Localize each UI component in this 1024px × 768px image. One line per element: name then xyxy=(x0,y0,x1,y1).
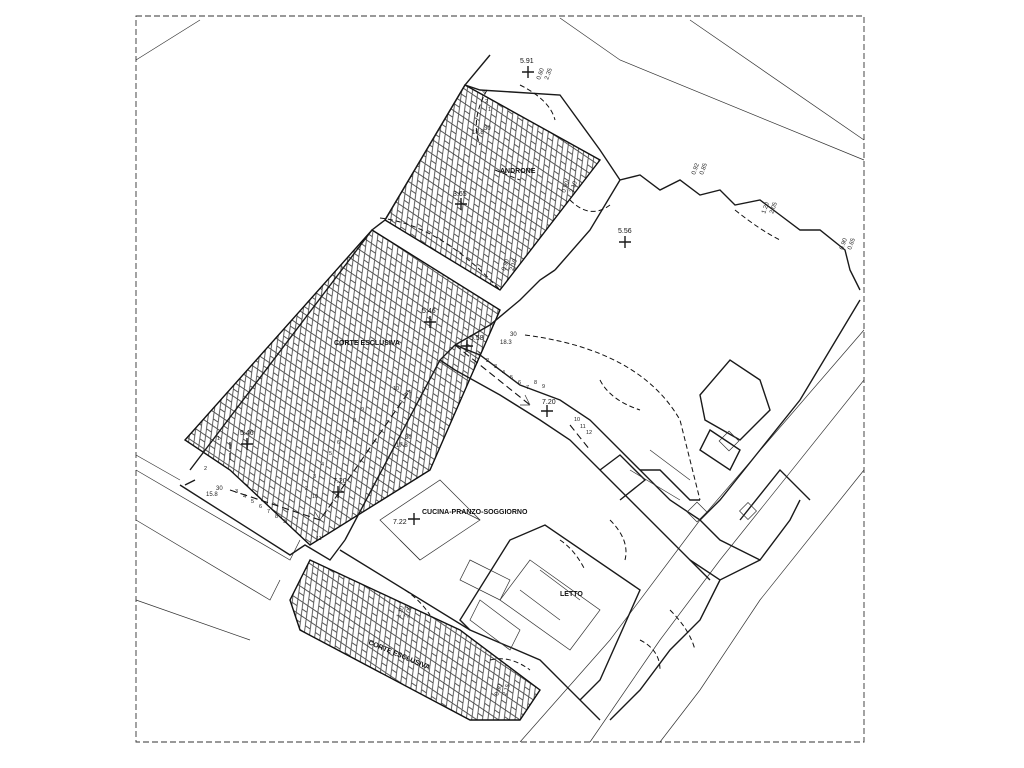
dimension-label: 0.92 xyxy=(691,162,701,176)
door-swings xyxy=(379,84,781,671)
opening-dimensions: 0.60 2.35 0.92 0.85 1.20 2.05 0.90 0.65 … xyxy=(396,67,857,697)
step-number: 9 xyxy=(542,384,545,390)
step-number: 6 xyxy=(259,504,262,510)
step-number: 3 xyxy=(235,489,238,495)
dimension-label: 0.60 xyxy=(536,67,546,81)
step-number: 2 xyxy=(305,486,308,492)
step-number: 3 xyxy=(482,91,485,97)
step-number: 10 xyxy=(574,417,580,423)
step-number: 2 xyxy=(486,358,489,364)
tread-label: 30 xyxy=(484,126,491,132)
dimension-label: 2.15 xyxy=(502,683,512,697)
dimension-label: 2.10 xyxy=(509,258,519,272)
stair-lines xyxy=(229,344,591,521)
dimension-label: 0.85 xyxy=(699,162,709,176)
dimension-label: 1.20 xyxy=(761,201,771,215)
step-number: 9 xyxy=(283,519,286,525)
step-number: 11 xyxy=(580,424,586,430)
dimension-label: 0.80 xyxy=(494,683,504,697)
corte-esclusiva-bottom-paving xyxy=(289,559,541,721)
step-number: 2 xyxy=(485,99,488,105)
dimension-label: 0.65 xyxy=(847,237,857,251)
step-number: 8 xyxy=(275,514,278,520)
top-stair-numbers: 3 2 1 xyxy=(482,91,491,113)
step-number: 10 xyxy=(312,494,318,500)
dimension-label: 2.05 xyxy=(769,201,779,215)
elevation-7-20-a: 7.20 xyxy=(542,399,556,406)
elevation-5-58: 5.58 xyxy=(470,335,484,342)
tread-label: 30 xyxy=(510,332,517,338)
step-number: 7 xyxy=(267,509,270,515)
step-number: 8 xyxy=(353,418,356,424)
step-number: 12 xyxy=(586,430,592,436)
step-number: 6 xyxy=(518,380,521,386)
dimension-label: 2.05 xyxy=(404,605,414,619)
elevation-5-56: 5.56 xyxy=(618,228,632,235)
elevation-7-20-b: 7.20 xyxy=(333,478,347,485)
step-number: 11 xyxy=(316,536,322,542)
left-flight-numbers: 2 3 4 5 6 7 8 9 10 xyxy=(305,386,399,492)
riser-label: 15.8 xyxy=(206,492,218,498)
elevation-3-65: 3.65 xyxy=(453,191,467,198)
step-number: 5 xyxy=(329,451,332,457)
step-number: 1 xyxy=(478,352,481,358)
room-label-corte-esclusiva-top: CORTE ESCLUSIVA xyxy=(334,340,400,347)
upper-stair-numbers: 1 2 3 4 5 6 7 8 9 10 11 12 xyxy=(478,352,592,436)
dimension-label: 2.10 xyxy=(569,180,579,194)
elevation-markers xyxy=(241,66,631,525)
step-number: 9 xyxy=(361,407,364,413)
dimension-label: 2.35 xyxy=(544,67,554,81)
main-walls xyxy=(179,54,861,721)
dimension-label: 0.90 xyxy=(561,180,571,194)
tread-labels: 30 18.3 30 15.8 30 17.8 30 18.8 xyxy=(206,126,517,498)
tread-label: 30 xyxy=(405,435,412,441)
riser-label: 18.8 xyxy=(472,130,484,136)
step-number: 5 xyxy=(251,499,254,505)
step-number: 1 xyxy=(488,107,491,113)
step-number: 4 xyxy=(502,370,505,376)
lower-stair-numbers: 1 2 3 4 5 6 7 8 9 10 11 xyxy=(204,436,322,542)
step-number: 4 xyxy=(321,462,324,468)
elevation-5-46-mid: 5.46 xyxy=(422,308,436,315)
step-number: 4 xyxy=(243,494,246,500)
step-number: 7 xyxy=(345,429,348,435)
step-number: 10 xyxy=(393,386,399,392)
step-number: 5 xyxy=(510,375,513,381)
step-number: 8 xyxy=(534,380,537,386)
dimension-label: 0.90 xyxy=(839,237,849,251)
step-number: 7 xyxy=(526,385,529,391)
step-number: 1 xyxy=(217,436,220,442)
room-label-cucina-pranzo-soggiorno: CUCINA-PRANZO-SOGGIORNO xyxy=(422,509,528,516)
elevation-7-22: 7.22 xyxy=(393,519,407,526)
riser-label: 18.3 xyxy=(500,340,512,346)
step-number: 3 xyxy=(313,474,316,480)
room-label-androne: ANDRONE xyxy=(500,168,536,175)
step-number: 3 xyxy=(494,364,497,370)
room-label-letto: LETTO xyxy=(560,591,583,598)
elevation-5-46-left: 5.46 xyxy=(240,430,254,437)
dimension-label: 1.10 xyxy=(396,605,406,619)
corte-esclusiva-top-paving xyxy=(183,229,501,546)
tread-label: 30 xyxy=(216,486,223,492)
step-number: 2 xyxy=(204,466,207,472)
exterior-outlines xyxy=(135,17,865,743)
step-number: 6 xyxy=(337,440,340,446)
sheet-frame xyxy=(135,15,865,743)
furniture-outlines xyxy=(379,430,757,651)
dimension-label: 0.90 xyxy=(501,258,511,272)
elevation-5-91: 5.91 xyxy=(520,58,534,65)
riser-label: 17.8 xyxy=(396,443,408,449)
